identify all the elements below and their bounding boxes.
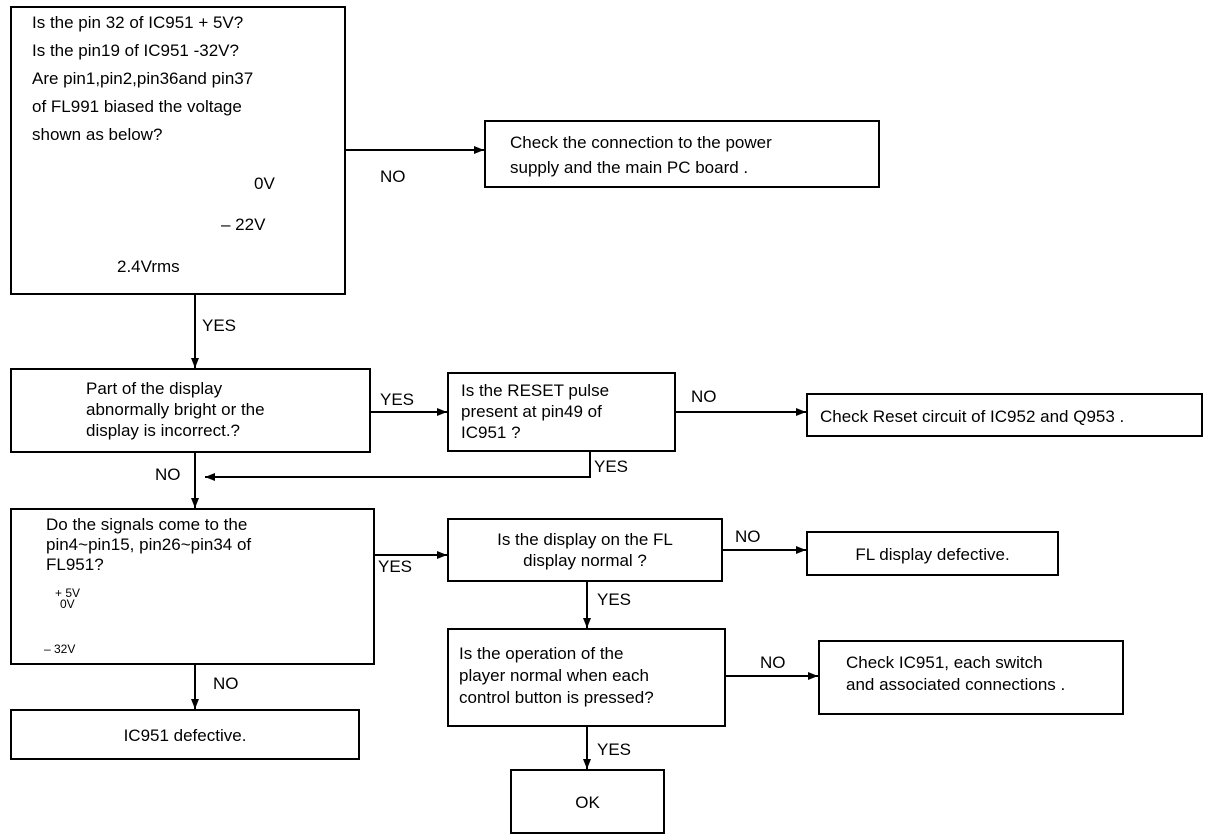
label-no-reset: NO	[691, 387, 717, 406]
label-yes-1: YES	[202, 316, 237, 335]
bright-line-3: display is incorrect.?	[86, 421, 241, 440]
wave-neg22v-label: – 22V	[221, 215, 266, 234]
box-fl-normal: Is the display on the FL display normal …	[447, 518, 723, 582]
box-ic951-defective: IC951 defective.	[10, 709, 360, 760]
ok-text: OK	[575, 793, 600, 812]
check-ic951-line-2: and associated connections .	[846, 675, 1066, 694]
check-ic951-line-1: Check IC951, each switch	[846, 653, 1043, 672]
box-fl-defective: FL display defective.	[806, 531, 1059, 576]
label-yes-fl: YES	[597, 590, 632, 609]
signals-line-1: Do the signals come to the	[46, 515, 248, 534]
label-no-operation: NO	[760, 653, 786, 672]
box-signals: Do the signals come to the pin4~pin15, p…	[10, 508, 375, 665]
wave-rms-label: 2.4Vrms	[117, 257, 180, 276]
reset-line-1: Is the RESET pulse	[461, 381, 610, 400]
label-no-fl: NO	[735, 527, 761, 546]
box-check-reset-circuit: Check Reset circuit of IC952 and Q953 .	[806, 393, 1203, 437]
label-yes-bright: YES	[380, 390, 415, 409]
reset-circuit-text: Check Reset circuit of IC952 and Q953 .	[820, 407, 1125, 426]
fl-normal-line-1: Is the display on the FL	[497, 530, 673, 549]
bright-line-1: Part of the display	[86, 379, 223, 398]
box1-line-3: Are pin1,pin2,pin36and pin37	[32, 69, 254, 88]
box-operation-normal: Is the operation of the player normal wh…	[447, 628, 726, 727]
label-no-bright: NO	[155, 465, 181, 484]
reset-line-3: IC951 ?	[461, 423, 521, 442]
power-line-1: Check the connection to the power	[510, 133, 772, 152]
connector-yes-reset	[205, 452, 591, 481]
signals-line-2: pin4~pin15, pin26~pin34 of	[46, 535, 252, 554]
box-reset-pulse: Is the RESET pulse present at pin49 of I…	[447, 372, 676, 452]
box1-line-2: Is the pin19 of IC951 -32V?	[32, 41, 239, 60]
box1-line-5: shown as below?	[32, 125, 163, 144]
label-yes-reset: YES	[594, 457, 629, 476]
label-no-signals: NO	[213, 674, 239, 693]
box-check-voltages: Is the pin 32 of IC951 + 5V? Is the pin1…	[10, 6, 346, 295]
label-yes-signals: YES	[378, 557, 413, 576]
fl-defective-text: FL display defective.	[855, 545, 1010, 564]
fl-normal-line-2: display normal ?	[523, 551, 647, 570]
operation-line-1: Is the operation of the	[459, 644, 624, 663]
box1-line-1: Is the pin 32 of IC951 + 5V?	[32, 13, 244, 32]
box-check-power: Check the connection to the power supply…	[484, 120, 880, 188]
label-yes-operation: YES	[597, 740, 632, 759]
reset-line-2: present at pin49 of	[461, 402, 602, 421]
bright-line-2: abnormally bright or the	[86, 400, 265, 419]
signals-line-3: FL951?	[46, 555, 104, 574]
pulse-5v-label: + 5V	[55, 586, 81, 600]
label-no-power: NO	[380, 167, 406, 186]
box-display-bright: Part of the display abnormally bright or…	[10, 368, 371, 453]
pulse-neg32v-label: – 32V	[44, 642, 76, 656]
pulse-0v-label: 0V	[60, 597, 75, 611]
power-line-2: supply and the main PC board .	[510, 158, 749, 177]
box1-line-4: of FL991 biased the voltage	[32, 97, 242, 116]
operation-line-3: control button is pressed?	[459, 688, 654, 707]
ic951-defective-text: IC951 defective.	[123, 726, 247, 745]
box-ok: OK	[510, 769, 665, 834]
operation-line-2: player normal when each	[459, 666, 649, 685]
wave-0v-label: 0V	[254, 174, 275, 193]
box-check-ic951: Check IC951, each switch and associated …	[818, 640, 1124, 715]
